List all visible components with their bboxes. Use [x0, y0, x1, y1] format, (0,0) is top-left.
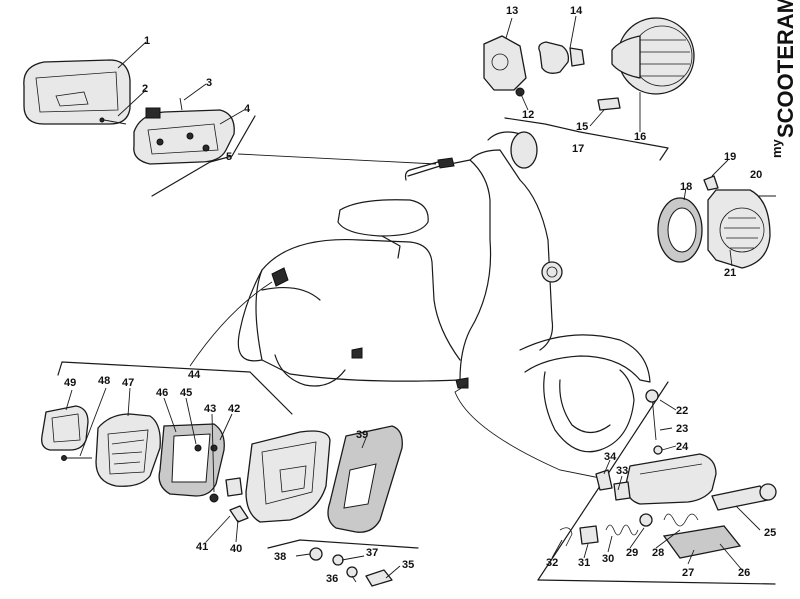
- callout-27: 27: [682, 567, 694, 579]
- callout-47: 47: [122, 377, 134, 389]
- callout-26: 26: [738, 567, 750, 579]
- callout-45: 45: [180, 387, 192, 399]
- callout-leaders: [65, 15, 761, 583]
- callout-21: 21: [724, 267, 736, 279]
- callout-12: 12: [522, 109, 534, 121]
- callout-18: 18: [680, 181, 692, 193]
- callout-49: 49: [64, 377, 76, 389]
- tail-lens-part: [23, 59, 131, 125]
- callout-29: 29: [626, 547, 638, 559]
- callout-35: 35: [402, 559, 414, 571]
- callout-31: 31: [578, 557, 590, 569]
- callout-25: 25: [764, 527, 776, 539]
- scooter-body-outline: [237, 131, 651, 453]
- callout-3: 3: [206, 77, 212, 89]
- callout-2: 2: [142, 83, 148, 95]
- callout-44: 44: [188, 369, 201, 381]
- callout-15: 15: [576, 121, 588, 133]
- callout-39: 39: [356, 429, 368, 441]
- callout-24: 24: [676, 441, 689, 453]
- callout-33: 33: [616, 465, 628, 477]
- callout-1: 1: [144, 35, 150, 47]
- callout-46: 46: [156, 387, 168, 399]
- callout-19: 19: [724, 151, 736, 163]
- callout-37: 37: [366, 547, 378, 559]
- callout-numbers: 1 2 3 4 5 12 13 14 15 16 17 18 19 20 21 …: [64, 5, 776, 585]
- callout-30: 30: [602, 553, 614, 565]
- callout-22: 22: [676, 405, 688, 417]
- horn-parts: [657, 175, 776, 269]
- callout-34: 34: [604, 451, 617, 463]
- callout-32: 32: [546, 557, 558, 569]
- callout-38: 38: [274, 551, 286, 563]
- headlamp-parts: [483, 17, 695, 111]
- callout-14: 14: [570, 5, 583, 17]
- brand-name: SCOOTERAMA: [773, 0, 798, 138]
- callout-13: 13: [506, 5, 518, 17]
- callout-17: 17: [572, 143, 584, 155]
- callout-20: 20: [750, 169, 762, 181]
- rear-light-assembly: [41, 405, 403, 587]
- callout-40: 40: [230, 543, 242, 555]
- callout-43: 43: [204, 403, 216, 415]
- group-bracket-lines: [57, 115, 776, 585]
- brand-logo: my SCOOTERAMA: [769, 0, 798, 158]
- callout-28: 28: [652, 547, 664, 559]
- callout-16: 16: [634, 131, 646, 143]
- brand-prefix: my: [769, 138, 784, 158]
- callout-42: 42: [228, 403, 240, 415]
- callout-36: 36: [326, 573, 338, 585]
- callout-48: 48: [98, 375, 110, 387]
- callout-23: 23: [676, 423, 688, 435]
- callout-41: 41: [196, 541, 208, 553]
- tail-base-part: [99, 97, 235, 165]
- toolbox-parts: [559, 389, 777, 559]
- callout-4: 4: [244, 103, 251, 115]
- callout-5: 5: [226, 151, 232, 163]
